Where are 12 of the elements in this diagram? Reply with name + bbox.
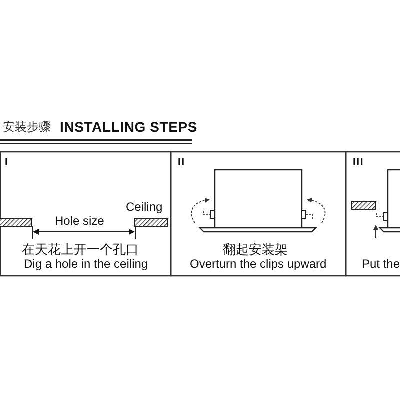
- step-description: Put the: [362, 258, 400, 270]
- step-description: Overturn the clips upward: [190, 258, 327, 270]
- section-heading: INSTALLING STEPS: [60, 120, 198, 134]
- step-number: I: [5, 158, 8, 168]
- part-label: Ceiling: [126, 201, 163, 213]
- step-caption: 翻起安装架: [223, 243, 288, 256]
- dimension-label: Hole size: [55, 215, 104, 227]
- section-title: 安装步骤: [3, 121, 51, 133]
- step-description: Dig a hole in the ceiling: [24, 258, 148, 270]
- step-number: II: [178, 158, 186, 168]
- step-caption: 在天花上开一个孔口: [22, 243, 139, 256]
- step-number: III: [353, 158, 364, 168]
